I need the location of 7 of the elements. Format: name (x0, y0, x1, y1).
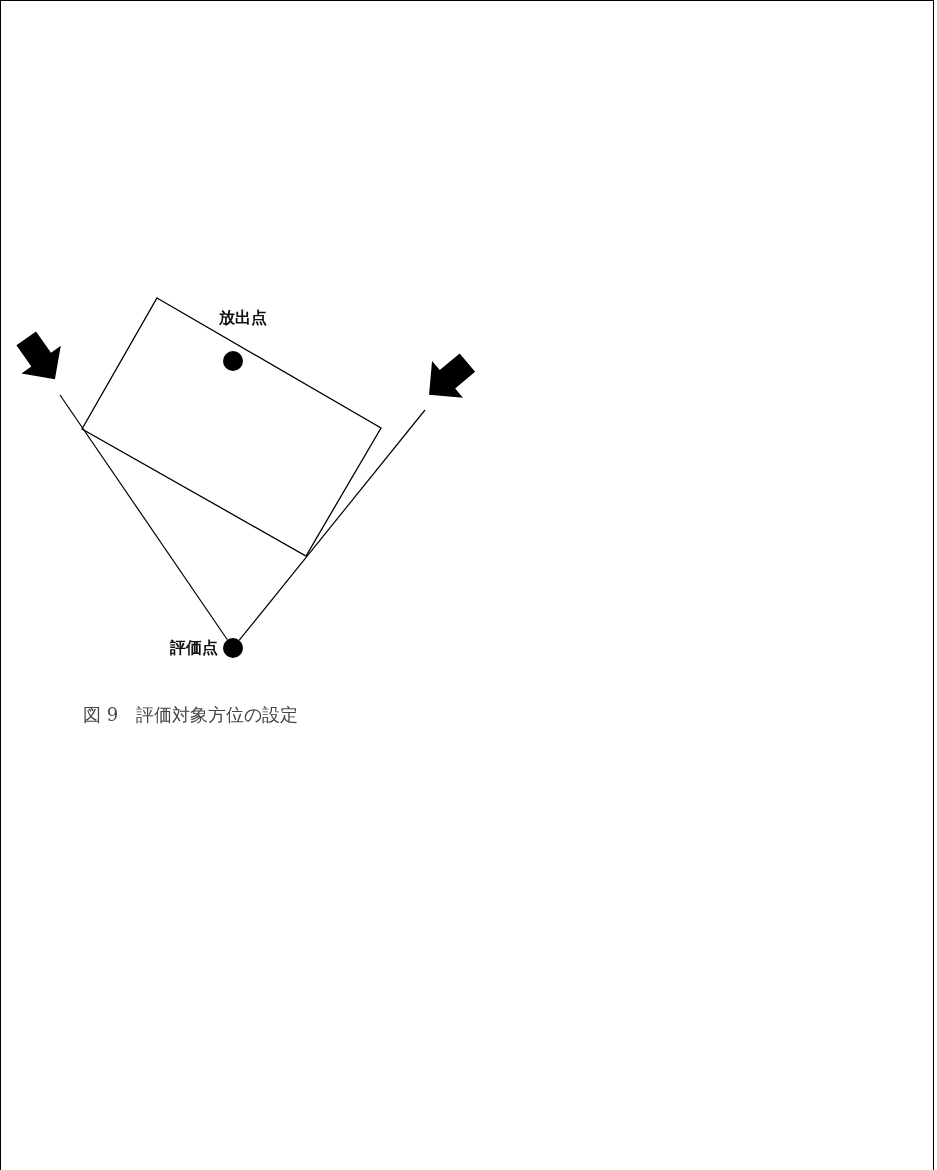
figure-caption: 図 9 評価対象方位の設定 (83, 704, 299, 726)
sight-line (59, 394, 228, 641)
point-label: 評価点 (170, 640, 218, 656)
point-label: 放出点 (219, 310, 267, 326)
sight-line (238, 409, 426, 641)
point-marker (223, 351, 243, 371)
point-marker (223, 638, 243, 658)
